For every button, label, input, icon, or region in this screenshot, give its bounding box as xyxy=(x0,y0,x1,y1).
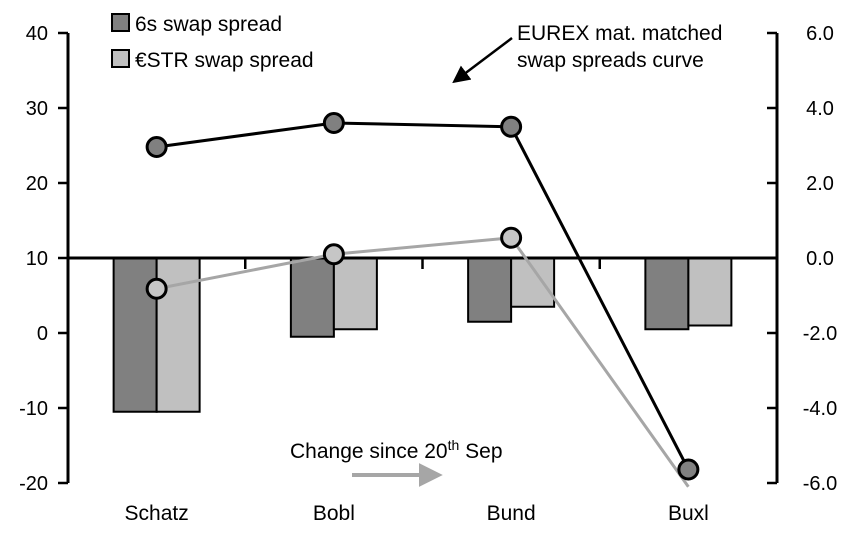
legend-label-estr: €STR swap spread xyxy=(135,49,314,72)
right-tick-label: 0.0 xyxy=(806,248,834,270)
change-annotation-label: Change since 20th Sep xyxy=(290,437,503,463)
bar-estr-buxl xyxy=(687,257,733,327)
bar-6s-buxl xyxy=(644,257,690,331)
left-tick-label: 0 xyxy=(37,323,48,345)
curve-annotation-arrow-icon xyxy=(452,37,513,84)
bar-estr-bobl xyxy=(332,257,378,331)
curve-annotation-line2: swap spreads curve xyxy=(517,49,704,72)
left-axis-ticks: 40 30 20 10 0 -10 -20 xyxy=(19,23,68,495)
change-annotation-superscript: th xyxy=(448,437,460,453)
estr-marker-schatz xyxy=(145,277,168,300)
curve-annotation: EUREX mat. matched swap spreads curve xyxy=(452,22,722,84)
left-tick-label: -10 xyxy=(19,398,48,420)
curve-annotation-line1: EUREX mat. matched xyxy=(517,22,722,45)
right-axis-ticks: 6.0 4.0 2.0 0.0 -2.0 -4.0 -6.0 xyxy=(767,23,837,495)
right-tick-label: -4.0 xyxy=(803,398,837,420)
bar-series-group xyxy=(112,257,733,413)
bar-estr-bund xyxy=(510,257,556,308)
6s-marker-schatz xyxy=(145,136,168,158)
6s-marker-bobl xyxy=(322,112,345,134)
category-label-bund: Bund xyxy=(487,502,536,525)
change-annotation-prefix: Change since 20 xyxy=(290,440,448,463)
estr-swap-spread-line xyxy=(156,236,690,488)
category-label-schatz: Schatz xyxy=(125,502,189,525)
right-tick-label: -6.0 xyxy=(803,473,837,495)
6s-marker-buxl xyxy=(677,458,700,481)
left-tick-label: 30 xyxy=(26,98,48,120)
category-axis-labels: Schatz Bobl Bund Buxl xyxy=(125,502,709,525)
left-tick-label: 40 xyxy=(26,23,48,45)
estr-marker-bobl xyxy=(322,243,345,266)
line-series-group xyxy=(145,112,700,488)
estr-marker-bund xyxy=(500,226,523,249)
category-label-buxl: Buxl xyxy=(668,502,709,525)
right-tick-label: 2.0 xyxy=(806,173,834,195)
category-boundary-ticks xyxy=(244,258,601,269)
legend-label-6s: 6s swap spread xyxy=(135,13,282,36)
left-tick-label: -20 xyxy=(19,473,48,495)
legend: 6s swap spread €STR swap spread xyxy=(111,13,314,72)
bar-6s-bobl xyxy=(289,257,335,338)
bar-6s-bund xyxy=(467,257,513,323)
right-tick-label: -2.0 xyxy=(803,323,837,345)
right-tick-label: 4.0 xyxy=(806,98,834,120)
right-tick-label: 6.0 xyxy=(806,23,834,45)
left-tick-label: 10 xyxy=(26,248,48,270)
6s-marker-bund xyxy=(500,115,523,138)
left-tick-label: 20 xyxy=(26,173,48,195)
legend-swatch-estr xyxy=(111,49,130,68)
legend-swatch-6s xyxy=(111,13,130,32)
change-annotation-suffix: Sep xyxy=(459,440,502,463)
change-annotation: Change since 20th Sep xyxy=(290,437,503,487)
6s-swap-spread-line xyxy=(156,121,690,471)
category-label-bobl: Bobl xyxy=(313,502,355,525)
